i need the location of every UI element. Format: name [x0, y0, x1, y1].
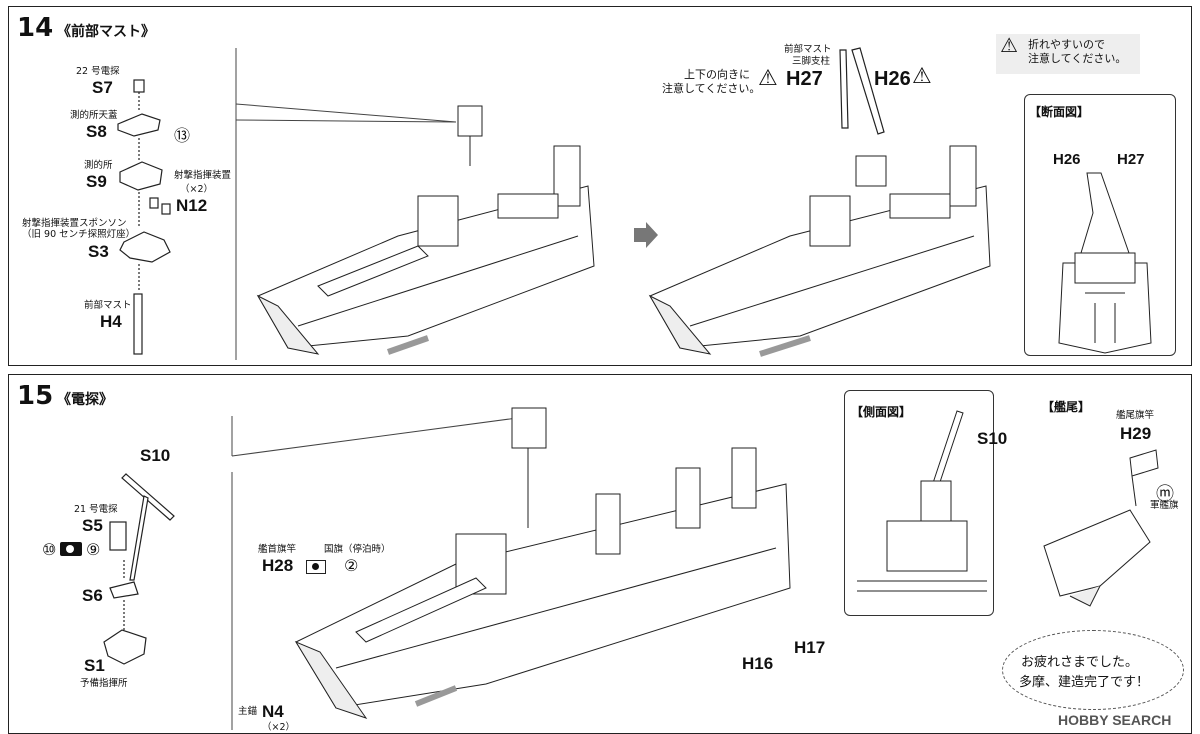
side-s10: S10	[977, 429, 1008, 448]
s8-code: S8	[86, 122, 107, 141]
fragile-warning-line-2: 注意してください。	[1028, 52, 1127, 65]
completion-line-1: お疲れさまでした。	[1021, 655, 1139, 670]
h28-label: 艦首旗竿	[258, 544, 297, 555]
national-flag-icon	[306, 560, 326, 574]
s8-marker: ⑬	[174, 126, 191, 145]
fragile-warning-icon: ⚠	[1000, 33, 1018, 57]
h29-code: H29	[1120, 424, 1152, 443]
caution-line-2: 注意してください。	[662, 82, 761, 95]
h27-code: H27	[786, 68, 823, 90]
step-14-ship-before	[256, 105, 595, 355]
section-view-title: 【断面図】	[1029, 105, 1090, 119]
h16-code: H16	[742, 654, 774, 673]
n12-code: N12	[176, 196, 208, 215]
flag-label: 国旗（停泊時）	[324, 544, 391, 555]
s9-code: S9	[86, 172, 107, 191]
marker-9: ⑨	[86, 540, 101, 559]
s3-label-2: （旧 90 センチ探照灯座）	[22, 229, 136, 240]
step-14-ship-after	[648, 145, 991, 357]
s1-code: S1	[84, 656, 105, 675]
section-view-drawing	[1058, 172, 1152, 354]
s7-label: 22 号電探	[76, 66, 120, 77]
h27-warning-icon: ⚠	[758, 66, 778, 91]
ensign-marker: ⓜ	[1156, 484, 1174, 505]
ensign-label: 軍艦旗	[1150, 500, 1179, 511]
n12-label: 射撃指揮装置	[174, 170, 232, 181]
flag-marker: ②	[344, 556, 359, 575]
n4-qty: （×2）	[262, 722, 296, 733]
section-view-box: 【断面図】 H26 H27	[1024, 94, 1176, 356]
section-h27: H27	[1117, 151, 1145, 168]
h17-code: H17	[794, 638, 826, 657]
s9-label: 測的所	[84, 160, 113, 171]
caution-line-1: 上下の向きに	[684, 68, 750, 81]
section-h26: H26	[1053, 151, 1081, 168]
step-14-title: 《前部マスト》	[57, 24, 155, 40]
h26-h27-poles	[839, 47, 885, 135]
step-15-leader-lines	[231, 415, 533, 730]
h29-label: 艦尾旗竿	[1116, 410, 1155, 421]
step-14-parts-drawing	[117, 79, 171, 355]
h4-label: 前部マスト	[84, 300, 132, 311]
step-15-title: 《電探》	[57, 392, 113, 408]
s5-label: 21 号電探	[74, 504, 118, 515]
s7-code: S7	[92, 78, 113, 97]
side-view-title: 【側面図】	[851, 405, 912, 419]
h27-label-2: 三脚支柱	[792, 56, 831, 67]
stern-title: 【艦尾】	[1042, 400, 1091, 414]
s3-label-1: 射撃指揮装置スポンソン	[22, 218, 127, 229]
n12-qty: （×2）	[180, 184, 214, 195]
stern-drawing	[1043, 449, 1159, 607]
step-14-arrow	[634, 222, 658, 248]
h26-code: H26	[874, 68, 911, 90]
side-view-drawing	[857, 410, 987, 592]
fragile-warning-line-1: 折れやすいので	[1028, 38, 1105, 51]
step-14-leader-lines	[235, 48, 457, 360]
side-view-box: 【側面図】 S10	[844, 390, 1007, 616]
h26-warning-icon: ⚠	[912, 64, 932, 89]
flag-swatch	[60, 542, 82, 556]
fragile-warning-note: ⚠ 折れやすいので 注意してください。	[996, 34, 1140, 74]
completion-bubble: お疲れさまでした。 多摩、建造完了です！	[1002, 630, 1184, 710]
s6-code: S6	[82, 586, 103, 605]
marker-10: ⑩	[42, 540, 57, 559]
step-15-number: 15	[17, 381, 54, 411]
step-14-number: 14	[17, 13, 54, 43]
step-14-panel: 14 《前部マスト》	[8, 6, 1192, 366]
s3-code: S3	[88, 242, 109, 261]
completion-line-2: 多摩、建造完了です！	[1019, 675, 1150, 690]
s10-code: S10	[140, 446, 171, 465]
n4-label: 主錨	[238, 706, 258, 717]
s8-label: 測的所天蓋	[70, 110, 118, 121]
s5-code: S5	[82, 516, 103, 535]
step-15-ship	[294, 407, 791, 719]
s1-label: 予備指揮所	[80, 678, 128, 689]
step-15-parts-drawing	[103, 473, 175, 665]
h28-code: H28	[262, 556, 294, 575]
h27-label-1: 前部マスト	[784, 44, 832, 55]
n4-code: N4	[262, 702, 284, 721]
watermark: HOBBY SEARCH	[1058, 712, 1172, 728]
h4-code: H4	[100, 312, 122, 331]
